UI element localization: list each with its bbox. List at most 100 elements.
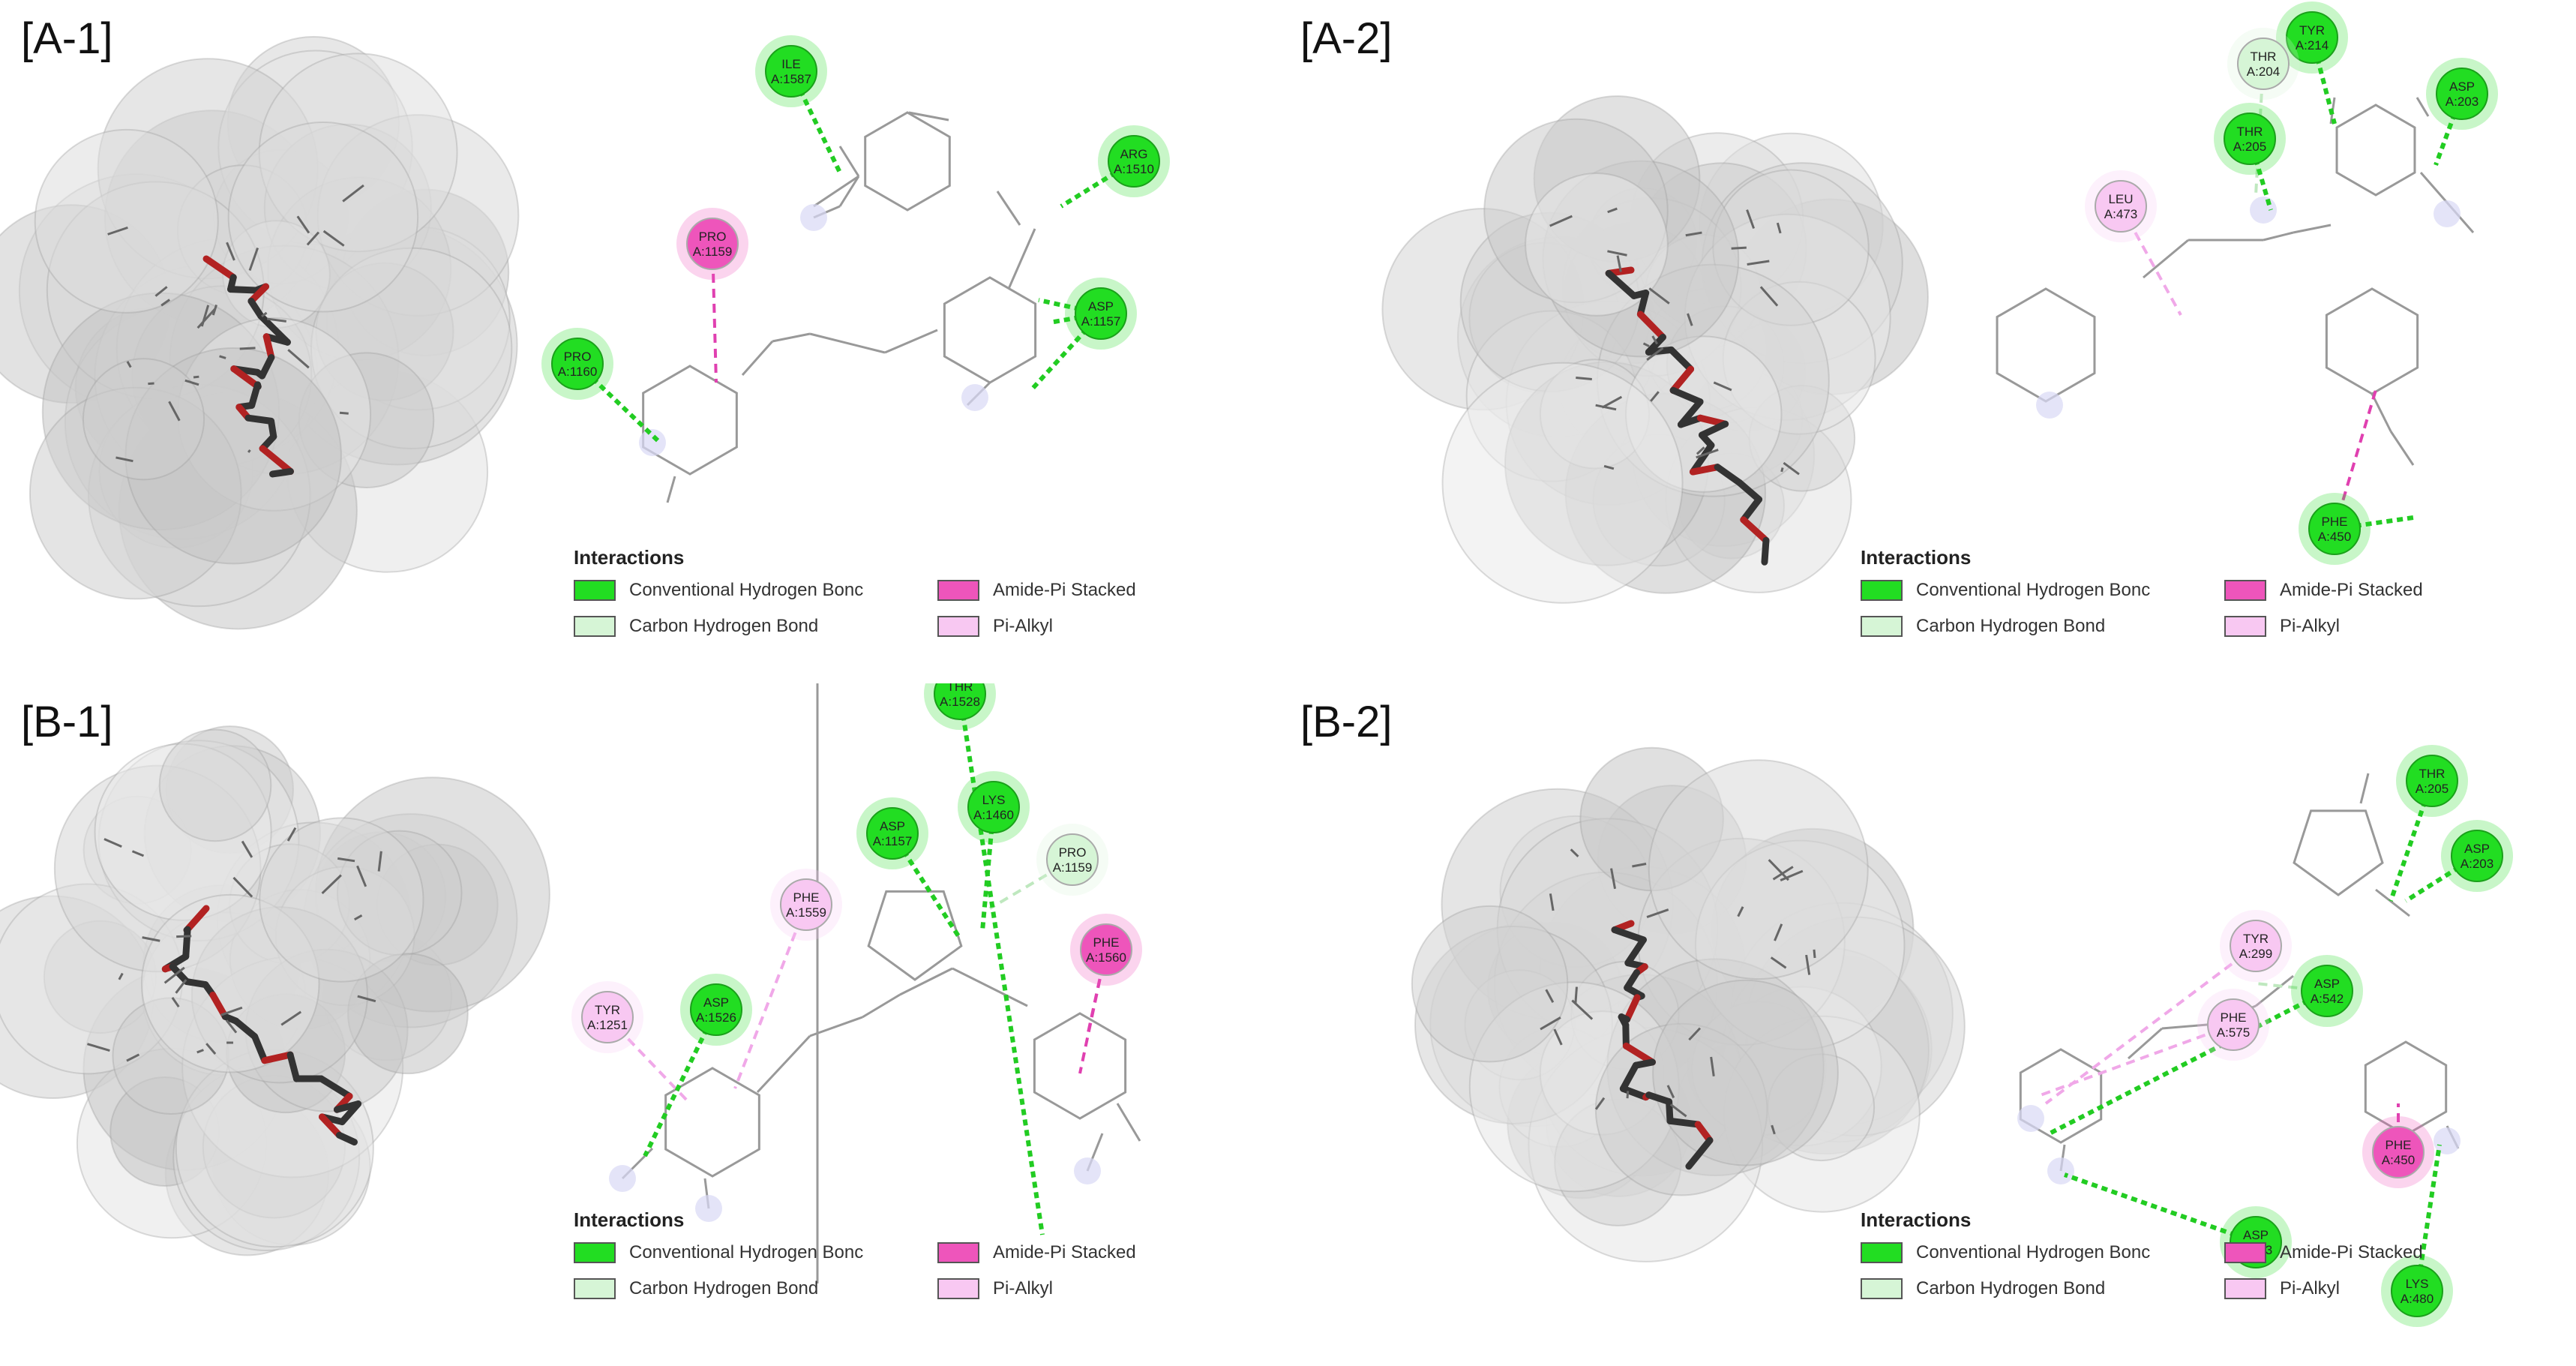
ligand-bond (1636, 311, 1666, 341)
surface-blob (1441, 362, 1684, 604)
residue-name: ARG (1120, 147, 1148, 161)
ligand-stick-model (107, 184, 364, 478)
surface-blob (34, 128, 219, 314)
legend-item-carbon-h-bond: Carbon Hydrogen Bond (574, 1276, 818, 1301)
residue-stick (1685, 231, 1702, 237)
ligand-bond (899, 967, 953, 996)
ligand-bond (202, 255, 237, 281)
legend-swatch (1861, 580, 1903, 601)
ligand-2d (2017, 773, 2461, 1184)
residue-stick (1666, 1085, 1675, 1099)
residue-stick (1626, 1091, 1630, 1099)
ligand-bond (952, 967, 1028, 1007)
residue-id: A:1159 (1053, 860, 1093, 875)
residue-circle (2301, 965, 2353, 1017)
legend-label: Conventional Hydrogen Bonc (629, 580, 864, 600)
residue-stick (1783, 461, 1800, 476)
ligand-bond (1689, 464, 1721, 476)
ligand-bond (884, 329, 938, 354)
residue-name: TYR (2243, 932, 2269, 946)
ligand-bond (838, 146, 860, 177)
residue-id: A:204 (2247, 65, 2280, 79)
residue-id: A:1528 (940, 695, 980, 709)
ligand-bond (1669, 365, 1695, 394)
residue-stick (1595, 404, 1617, 411)
ligand-bond (996, 191, 1021, 226)
residue-stick (1813, 949, 1816, 959)
residue-stick (1549, 893, 1555, 911)
residue-stick (1570, 848, 1579, 857)
ligand-2d (609, 683, 1141, 1283)
legend-label: Carbon Hydrogen Bond (629, 1278, 819, 1298)
panel-figure: ILEA:1587ARGA:1510PROA:1159ASPA:1157PROA… (0, 35, 1170, 630)
surface-blob (1411, 905, 1569, 1063)
residue-stick (131, 850, 145, 857)
ligand-bond (259, 354, 275, 380)
ligand-ring (2325, 287, 2419, 395)
residue-circle (686, 218, 739, 270)
residue-stick (142, 936, 160, 942)
residue-circle (2230, 920, 2282, 972)
protein-surface (0, 725, 550, 1256)
residue-id: A:1160 (558, 365, 598, 379)
residue-stick (239, 347, 256, 350)
ligand-bond (2416, 97, 2430, 117)
legend-swatch (937, 616, 979, 637)
legend-swatch (574, 1278, 616, 1299)
legend-item-conventional-h-bond: Conventional Hydrogen Bonc (1861, 578, 2150, 603)
residue-stick (115, 456, 133, 463)
legend-swatch (937, 580, 979, 601)
ligand-bond (2375, 888, 2410, 917)
residue-id: A:1251 (587, 1018, 628, 1032)
legend-item-conventional-h-bond: Conventional Hydrogen Bonc (574, 578, 863, 603)
legend-swatch (937, 1278, 979, 1299)
ligand-bond (908, 111, 949, 122)
legend-item-pi-alkyl: Pi-Alkyl (2224, 1276, 2340, 1301)
ligand-bond (1645, 1091, 1673, 1106)
residue-stick (1651, 335, 1659, 345)
ligand-bond (2419, 172, 2449, 203)
residue-stick (160, 299, 171, 307)
residue-stick (232, 876, 253, 898)
legend-item-amide-pi-stacked: Amide-Pi Stacked (2224, 578, 2423, 603)
residue-name: TYR (595, 1003, 620, 1017)
residue-stick (1650, 391, 1660, 402)
legend-swatch (1861, 1242, 1903, 1263)
residue-stick (154, 286, 168, 297)
protein-surface (1411, 746, 1966, 1262)
residue-name: LYS (982, 793, 1006, 807)
ligand-bond (338, 1100, 362, 1126)
ligand-ring (943, 276, 1037, 384)
ligand-bond (2128, 1027, 2163, 1060)
legend-item-pi-alkyl: Pi-Alkyl (937, 614, 1053, 639)
panel-label: [A-1] (21, 14, 113, 63)
residue-name: ASP (703, 995, 729, 1010)
ligand-bond (261, 1051, 294, 1064)
legend-item-amide-pi-stacked: Amide-Pi Stacked (937, 1240, 1136, 1265)
residue-stick (219, 355, 226, 359)
residue-circle (1046, 833, 1099, 886)
surface-blob (1648, 759, 1869, 980)
residue-circle (690, 983, 742, 1036)
legend-title: Interactions (1861, 546, 1972, 569)
residue-id: A:1157 (873, 834, 913, 848)
residue-name: ASP (1088, 299, 1114, 314)
residue-stick (1780, 869, 1804, 881)
ligand-bond (809, 332, 886, 354)
ligand-bond (1761, 536, 1770, 566)
residue-name: PRO (564, 350, 592, 364)
ligand-bond (1605, 269, 1638, 299)
ligand-ring (864, 111, 951, 212)
residue-circle (2406, 755, 2458, 807)
ligand-bond (259, 445, 294, 475)
interaction-line (733, 904, 808, 1089)
residue-stick (1768, 859, 1789, 881)
interaction-line (2064, 1172, 2257, 1244)
oxygen-halo (961, 384, 988, 411)
